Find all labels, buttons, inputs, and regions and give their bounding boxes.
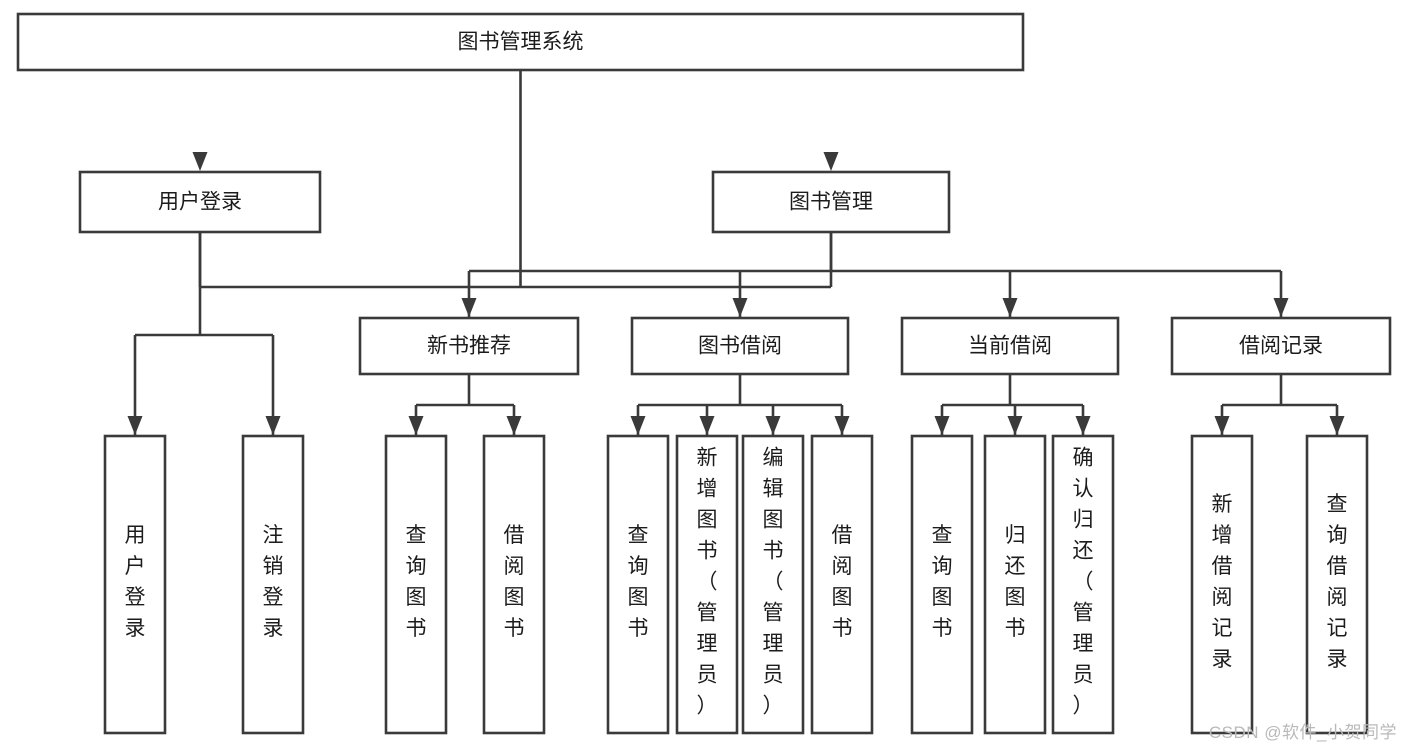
node-leaf-query-book-borrow-label: 查询图书: [628, 524, 649, 640]
node-leaf-query-book-rec-box: [384, 434, 448, 735]
node-new-book-recommend-box: [358, 316, 580, 376]
node-new-book-recommend-label: 新书推荐: [427, 335, 511, 358]
node-layer: 图书管理系统用户登录图书管理新书推荐图书借阅当前借阅借阅记录用户登录注销登录查询…: [16, 12, 1392, 735]
node-leaf-user-login[interactable]: 用户登录: [103, 434, 167, 735]
node-borrow-record[interactable]: 借阅记录: [1170, 316, 1392, 376]
node-leaf-borrow-book-rec[interactable]: 借阅图书: [482, 434, 546, 735]
arrow-head-icon: [1273, 298, 1289, 317]
arrow-head-icon: [1329, 416, 1345, 435]
node-leaf-confirm-return[interactable]: 确认归还（管理员）: [1051, 434, 1115, 735]
node-leaf-query-book-borrow[interactable]: 查询图书: [606, 434, 670, 735]
node-root[interactable]: 图书管理系统: [16, 12, 1025, 72]
arrow-head-icon: [732, 298, 748, 317]
node-borrow-record-label: 借阅记录: [1239, 335, 1323, 358]
node-leaf-query-record[interactable]: 查询借阅记录: [1305, 434, 1369, 735]
node-root-box: [16, 12, 1025, 72]
arrow-head-icon: [1002, 298, 1018, 317]
node-leaf-query-book-rec-label: 查询图书: [406, 524, 427, 640]
node-borrow-record-box: [1170, 316, 1392, 376]
node-leaf-user-login-box: [103, 434, 167, 735]
arrow-head-icon: [265, 416, 281, 435]
node-leaf-query-book-borrow-box: [606, 434, 670, 735]
node-leaf-confirm-return-label: 确认归还（管理员）: [1073, 447, 1094, 718]
node-leaf-return-book-box: [983, 434, 1047, 735]
node-leaf-borrow-book-rec-label: 借阅图书: [504, 524, 525, 640]
node-leaf-borrow-book-rec-box: [482, 434, 546, 735]
node-leaf-query-record-box: [1305, 434, 1369, 735]
node-book-borrow-label: 图书借阅: [698, 335, 782, 358]
node-current-borrow-label: 当前借阅: [968, 335, 1052, 358]
node-leaf-query-book-rec[interactable]: 查询图书: [384, 434, 448, 735]
node-leaf-add-record-box: [1190, 434, 1254, 735]
node-leaf-add-book-label: 新增图书（管理员）: [697, 447, 718, 718]
csdn-watermark: CSDN @软件_小贺同学: [1208, 723, 1397, 742]
node-leaf-user-login-label: 用户登录: [125, 524, 146, 640]
node-leaf-return-book-label: 归还图书: [1005, 524, 1026, 640]
node-leaf-return-book[interactable]: 归还图书: [983, 434, 1047, 735]
node-leaf-borrow-book[interactable]: 借阅图书: [810, 434, 874, 735]
node-leaf-query-book-cur[interactable]: 查询图书: [910, 434, 974, 735]
arrow-head-icon: [192, 152, 208, 171]
arrow-head-icon: [461, 298, 477, 317]
node-leaf-query-record-label: 查询借阅记录: [1327, 493, 1348, 671]
arrow-head-icon: [1007, 416, 1023, 435]
node-leaf-add-book[interactable]: 新增图书（管理员）: [675, 434, 739, 735]
node-leaf-logout-label: 注销登录: [263, 524, 284, 640]
node-leaf-logout-box: [241, 434, 305, 735]
arrow-head-icon: [765, 416, 781, 435]
node-leaf-edit-book[interactable]: 编辑图书（管理员）: [741, 434, 805, 735]
arrow-head-icon: [408, 416, 424, 435]
node-book-management[interactable]: 图书管理: [711, 170, 951, 234]
node-leaf-add-record-label: 新增借阅记录: [1212, 493, 1233, 671]
arrow-head-icon: [506, 416, 522, 435]
arrow-head-icon: [934, 416, 950, 435]
node-book-borrow-box: [630, 316, 850, 376]
node-leaf-add-book-box: [675, 434, 739, 735]
node-leaf-confirm-return-box: [1051, 434, 1115, 735]
node-user-login-box: [78, 170, 322, 234]
node-leaf-query-book-cur-box: [910, 434, 974, 735]
node-current-borrow-box: [900, 316, 1120, 376]
arrow-head-icon: [823, 152, 839, 171]
arrow-head-icon: [1075, 416, 1091, 435]
node-current-borrow[interactable]: 当前借阅: [900, 316, 1120, 376]
connector-layer: [127, 70, 1345, 435]
arrow-head-icon: [1214, 416, 1230, 435]
node-leaf-add-record[interactable]: 新增借阅记录: [1190, 434, 1254, 735]
node-root-label: 图书管理系统: [458, 31, 584, 54]
node-leaf-edit-book-box: [741, 434, 805, 735]
node-book-management-box: [711, 170, 951, 234]
arrow-head-icon: [699, 416, 715, 435]
node-leaf-borrow-book-box: [810, 434, 874, 735]
node-new-book-recommend[interactable]: 新书推荐: [358, 316, 580, 376]
node-book-borrow[interactable]: 图书借阅: [630, 316, 850, 376]
node-user-login[interactable]: 用户登录: [78, 170, 322, 234]
arrow-head-icon: [630, 416, 646, 435]
node-leaf-logout[interactable]: 注销登录: [241, 434, 305, 735]
node-leaf-borrow-book-label: 借阅图书: [832, 524, 853, 640]
node-book-management-label: 图书管理: [789, 191, 873, 214]
node-leaf-query-book-cur-label: 查询图书: [932, 524, 953, 640]
node-leaf-edit-book-label: 编辑图书（管理员）: [763, 447, 784, 718]
arrow-head-icon: [834, 416, 850, 435]
node-user-login-label: 用户登录: [158, 191, 242, 214]
arrow-head-icon: [127, 416, 143, 435]
